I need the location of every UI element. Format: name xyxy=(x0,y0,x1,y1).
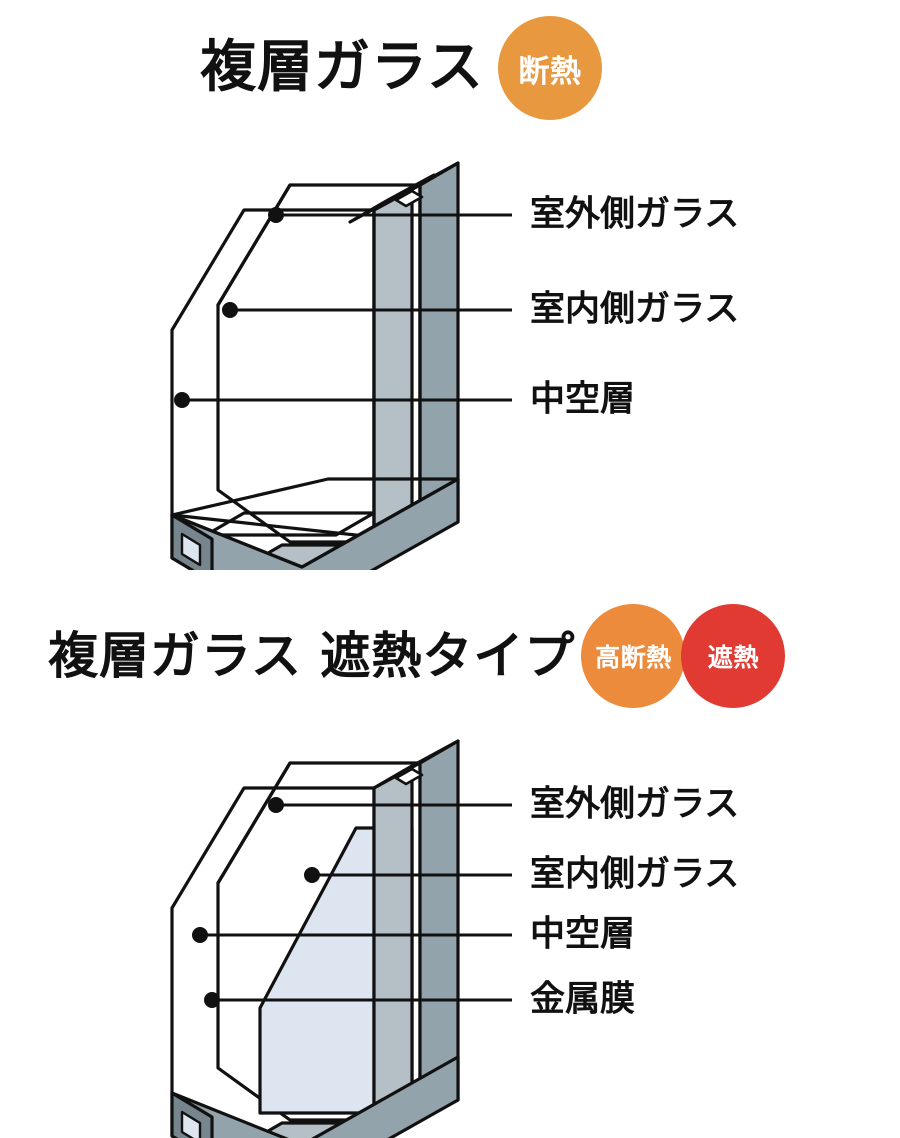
glass-unit-illustration-2 xyxy=(120,718,580,1138)
spacer-right-inner-face-2 xyxy=(372,764,414,1138)
glass-unit-illustration-1 xyxy=(120,130,580,570)
page-title-2: 複層ガラス 遮熱タイプ xyxy=(48,627,576,685)
status-badge-shanetsu: 遮熱 xyxy=(681,604,786,708)
status-badge-dannetsu: 断熱 xyxy=(497,16,602,120)
status-badge-kou-dannetsu: 高断熱 xyxy=(581,604,686,708)
page-title-1: 複層ガラス xyxy=(200,35,484,100)
spacer-top-plane xyxy=(348,173,436,224)
spacer-bottom-hollow xyxy=(180,532,202,567)
spacer-bottom-hollow-2 xyxy=(180,1110,202,1138)
section-double-glazing: 複層ガラス 断熱 xyxy=(120,14,739,570)
spacer-top-hollow-2 xyxy=(394,767,424,786)
spacer-top-hollow xyxy=(394,189,424,208)
badge-group-1: 断熱 xyxy=(497,16,602,120)
section-2-heading: 複層ガラス 遮熱タイプ 高断熱 遮熱 xyxy=(48,602,786,710)
badge-group-2: 高断熱 遮熱 xyxy=(581,604,786,708)
section-1-heading: 複層ガラス 断熱 xyxy=(200,14,602,122)
spacer-top-cut-face-2 xyxy=(372,739,460,790)
section-low-e-glazing: 複層ガラス 遮熱タイプ 高断熱 遮熱 xyxy=(0,590,900,1138)
